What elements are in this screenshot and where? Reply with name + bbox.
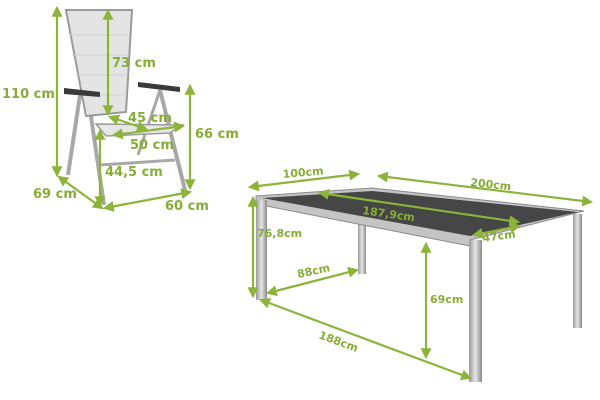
chair-backrest-height-label: 73 cm (112, 56, 156, 71)
table-height-label: 76,8cm (257, 227, 302, 240)
chair-height-label: 110 cm (2, 87, 55, 102)
table-width-label: 100cm (282, 164, 324, 181)
table-length-label: 200cm (470, 176, 512, 193)
chair-seat-height-label: 44,5 cm (105, 165, 163, 180)
chair-seat-depth-label: 45 cm (128, 111, 172, 126)
table-top-width-label: 47cm (482, 227, 517, 245)
table-clearance-label: 69cm (430, 293, 463, 306)
chair-width-label: 60 cm (165, 199, 209, 214)
chair-armrest-height-label: 66 cm (195, 127, 239, 142)
chair-depth-label: 69 cm (33, 187, 77, 202)
chair-seat-width-label: 50 cm (130, 138, 174, 153)
chair-armrest-right (138, 82, 180, 92)
table-leg-length-span-label: 188cm (317, 329, 360, 355)
table-illustration (255, 187, 585, 382)
chair-armrest-left (64, 88, 100, 97)
